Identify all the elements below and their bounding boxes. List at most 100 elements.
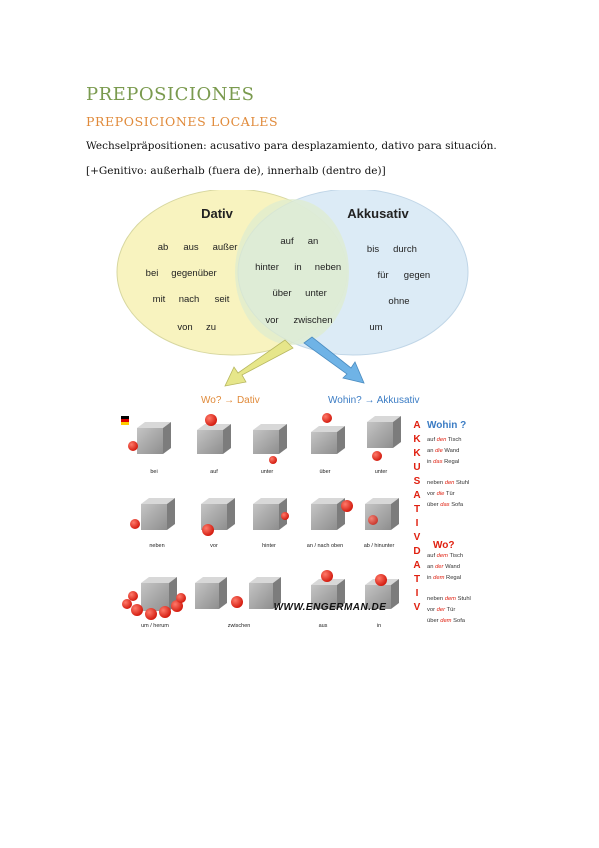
- venn-word: von: [177, 322, 192, 333]
- svg-text:auf: auf: [210, 469, 218, 475]
- svg-text:V: V: [414, 602, 421, 613]
- prepositions-figure: Dativ Akkusativ ab aus außer bei gegenüb…: [115, 188, 485, 630]
- svg-text:T: T: [414, 574, 420, 585]
- wohin-title: Wohin ?: [427, 420, 466, 431]
- section-title: PREPOSICIONES LOCALES: [86, 114, 279, 129]
- svg-text:I: I: [416, 518, 419, 529]
- cube-in: in: [365, 574, 399, 629]
- venn-word: in: [294, 262, 301, 273]
- svg-text:hinter: hinter: [262, 543, 276, 549]
- venn-word: neben: [315, 262, 341, 273]
- example-line: über dem Sofa: [427, 618, 466, 624]
- svg-text:K: K: [413, 434, 421, 445]
- venn-word: für: [377, 270, 388, 281]
- svg-text:unter: unter: [375, 469, 388, 475]
- example-line: vor die Tür: [427, 491, 455, 497]
- venn-word: ohne: [388, 296, 409, 307]
- example-line: vor der Tür: [427, 607, 455, 613]
- example-line: neben dem Stuhl: [427, 596, 471, 602]
- dativ-question: Wo? → Dativ: [201, 395, 260, 406]
- cube-an-nach-oben: an / nach oben: [307, 498, 353, 549]
- svg-text:K: K: [413, 448, 421, 459]
- svg-text:neben: neben: [149, 543, 164, 549]
- watermark: WWW.ENGERMAN.DE: [274, 602, 387, 613]
- venn-diagram: Dativ Akkusativ ab aus außer bei gegenüb…: [116, 188, 469, 387]
- svg-text:I: I: [416, 588, 419, 599]
- venn-word: auf: [280, 236, 294, 247]
- svg-text:aus: aus: [319, 623, 328, 629]
- venn-word: zu: [206, 322, 216, 333]
- cube-unter-2: unter: [367, 416, 401, 475]
- example-line: auf den Tisch: [427, 437, 461, 443]
- akkusativ-arrow: [303, 336, 365, 384]
- svg-text:T: T: [414, 504, 420, 515]
- svg-text:um / herum: um / herum: [141, 623, 169, 629]
- venn-word: seit: [215, 294, 230, 305]
- venn-word: unter: [305, 288, 327, 299]
- dat-examples: auf dem Tisch an der Wand in dem Regal nebe…: [427, 553, 471, 624]
- cube-bei: bei: [128, 422, 171, 475]
- svg-text:V: V: [414, 532, 421, 543]
- venn-word: gegenüber: [171, 268, 216, 279]
- svg-text:über: über: [319, 469, 330, 475]
- svg-text:A: A: [413, 560, 420, 571]
- venn-word: vor: [265, 315, 278, 326]
- german-flag-icon: [121, 416, 129, 425]
- svg-text:S: S: [414, 476, 421, 487]
- wo-title: Wo?: [433, 540, 454, 551]
- cube-aus: aus: [311, 570, 345, 629]
- venn-word: ab: [158, 242, 169, 253]
- venn-word: aus: [183, 242, 199, 253]
- example-line: über das Sofa: [427, 502, 464, 508]
- dativ-title: Dativ: [201, 206, 234, 221]
- example-line: in das Regal: [427, 459, 459, 465]
- cube-hinter: hinter: [253, 498, 289, 549]
- genitive-note: [+Genitivo: außerhalb (fuera de), innerh…: [86, 165, 386, 177]
- venn-word: nach: [179, 294, 200, 305]
- cube-vor: vor: [201, 498, 235, 549]
- venn-word: um: [369, 322, 382, 333]
- venn-word: außer: [213, 242, 238, 253]
- venn-word: mit: [153, 294, 166, 305]
- cube-um-herum: um / herum: [122, 577, 186, 629]
- akkusativ-vertical: A K K U S A T I V: [413, 420, 421, 543]
- svg-text:A: A: [413, 490, 420, 501]
- venn-word: hinter: [255, 262, 279, 273]
- dativ-arrow: [224, 339, 294, 387]
- intro-paragraph: Wechselpräpositionen: acusativo para des…: [86, 140, 497, 152]
- dativ-vertical: D A T I V: [413, 546, 420, 613]
- akkusativ-question: Wohin? → Akkusativ: [328, 395, 420, 406]
- page-title: PREPOSICIONES: [86, 84, 255, 105]
- svg-text:unter: unter: [261, 469, 274, 475]
- prepositions-illustration: Dativ Akkusativ ab aus außer bei gegenüb…: [116, 188, 471, 629]
- akkusativ-title: Akkusativ: [347, 206, 409, 221]
- svg-text:U: U: [413, 462, 420, 473]
- venn-word: über: [272, 288, 291, 299]
- svg-text:A: A: [413, 420, 420, 431]
- svg-text:zwischen: zwischen: [228, 623, 251, 629]
- svg-text:an / nach oben: an / nach oben: [307, 543, 343, 549]
- cube-ueber: über: [311, 413, 345, 475]
- svg-text:D: D: [413, 546, 420, 557]
- example-line: in dem Regal: [427, 575, 461, 581]
- venn-word: gegen: [404, 270, 430, 281]
- overlap-region: [235, 199, 349, 345]
- svg-text:vor: vor: [210, 543, 218, 549]
- venn-word: bei: [146, 268, 159, 279]
- venn-word: durch: [393, 244, 417, 255]
- example-line: an der Wand: [427, 564, 460, 570]
- venn-word: bis: [367, 244, 379, 255]
- cube-unter: unter: [253, 424, 287, 475]
- cube-ab-hinunter: ab / hinunter: [364, 498, 399, 549]
- example-line: an die Wand: [427, 448, 459, 454]
- svg-text:in: in: [377, 623, 381, 629]
- example-line: neben den Stuhl: [427, 480, 469, 486]
- svg-text:ab / hinunter: ab / hinunter: [364, 543, 395, 549]
- venn-word: an: [308, 236, 319, 247]
- svg-text:bei: bei: [150, 469, 157, 475]
- venn-word: zwischen: [293, 315, 332, 326]
- akk-examples: auf den Tisch an die Wand in das Regal nebe…: [427, 437, 469, 508]
- example-line: auf dem Tisch: [427, 553, 463, 559]
- cube-auf: auf: [197, 414, 231, 475]
- cube-neben: neben: [130, 498, 175, 549]
